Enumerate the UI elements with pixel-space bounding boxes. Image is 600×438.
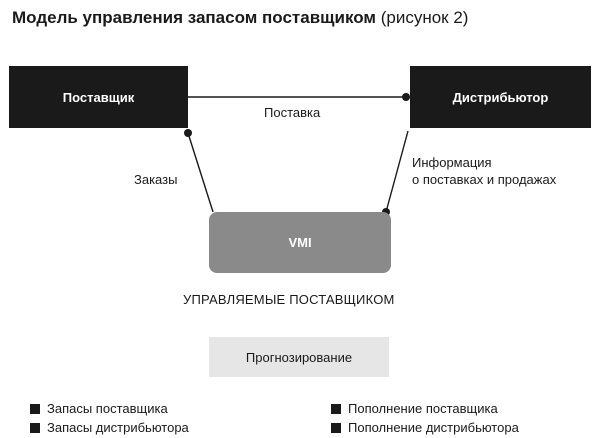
vmi-label: VMI [288,235,312,250]
legend-bullet-icon [30,422,40,433]
orders-label: Заказы [134,172,178,187]
legend-item-distributor-replenishment: Пополнение дистрибьютора [331,419,519,436]
legend-label: Запасы дистрибьютора [47,420,189,435]
legend-item-supplier-stock: Запасы поставщика [30,400,168,417]
distributor-node: Дистрибьютор [410,66,591,128]
forecast-label: Прогнозирование [245,349,353,365]
forecast-box: Прогнозирование [209,337,389,377]
legend-bullet-icon [331,403,341,414]
orders-line [187,132,214,213]
vmi-node: VMI [209,212,391,273]
title-figure-ref: (рисунок 2) [380,8,469,27]
legend-item-distributor-stock: Запасы дистрибьютора [30,419,189,436]
legend-label: Запасы поставщика [47,401,168,416]
supplier-node: Поставщик [9,66,188,128]
info-label-line-2: о поставках и продажах [412,172,557,187]
distributor-label: Дистрибьютор [452,89,549,105]
diagram-title: Модель управления запасом поставщиком (р… [12,7,468,29]
info-line [385,130,409,213]
legend-bullet-icon [331,422,341,433]
supplier-label: Поставщик [62,89,135,105]
orders-line-end-dot [184,129,192,137]
delivery-label: Поставка [264,105,321,120]
legend-bullet-icon [30,403,40,414]
vmi-subtitle: УПРАВЛЯЕМЫЕ ПОСТАВЩИКОМ [183,292,395,307]
info-label-line-1: Информация [412,155,492,170]
info-label: Информация о поставках и продажах [412,154,556,188]
delivery-line-end-dot [402,93,410,101]
title-main: Модель управления запасом поставщиком [12,8,376,27]
legend-label: Пополнение поставщика [348,401,498,416]
legend-item-supplier-replenishment: Пополнение поставщика [331,400,498,417]
legend-label: Пополнение дистрибьютора [348,420,519,435]
